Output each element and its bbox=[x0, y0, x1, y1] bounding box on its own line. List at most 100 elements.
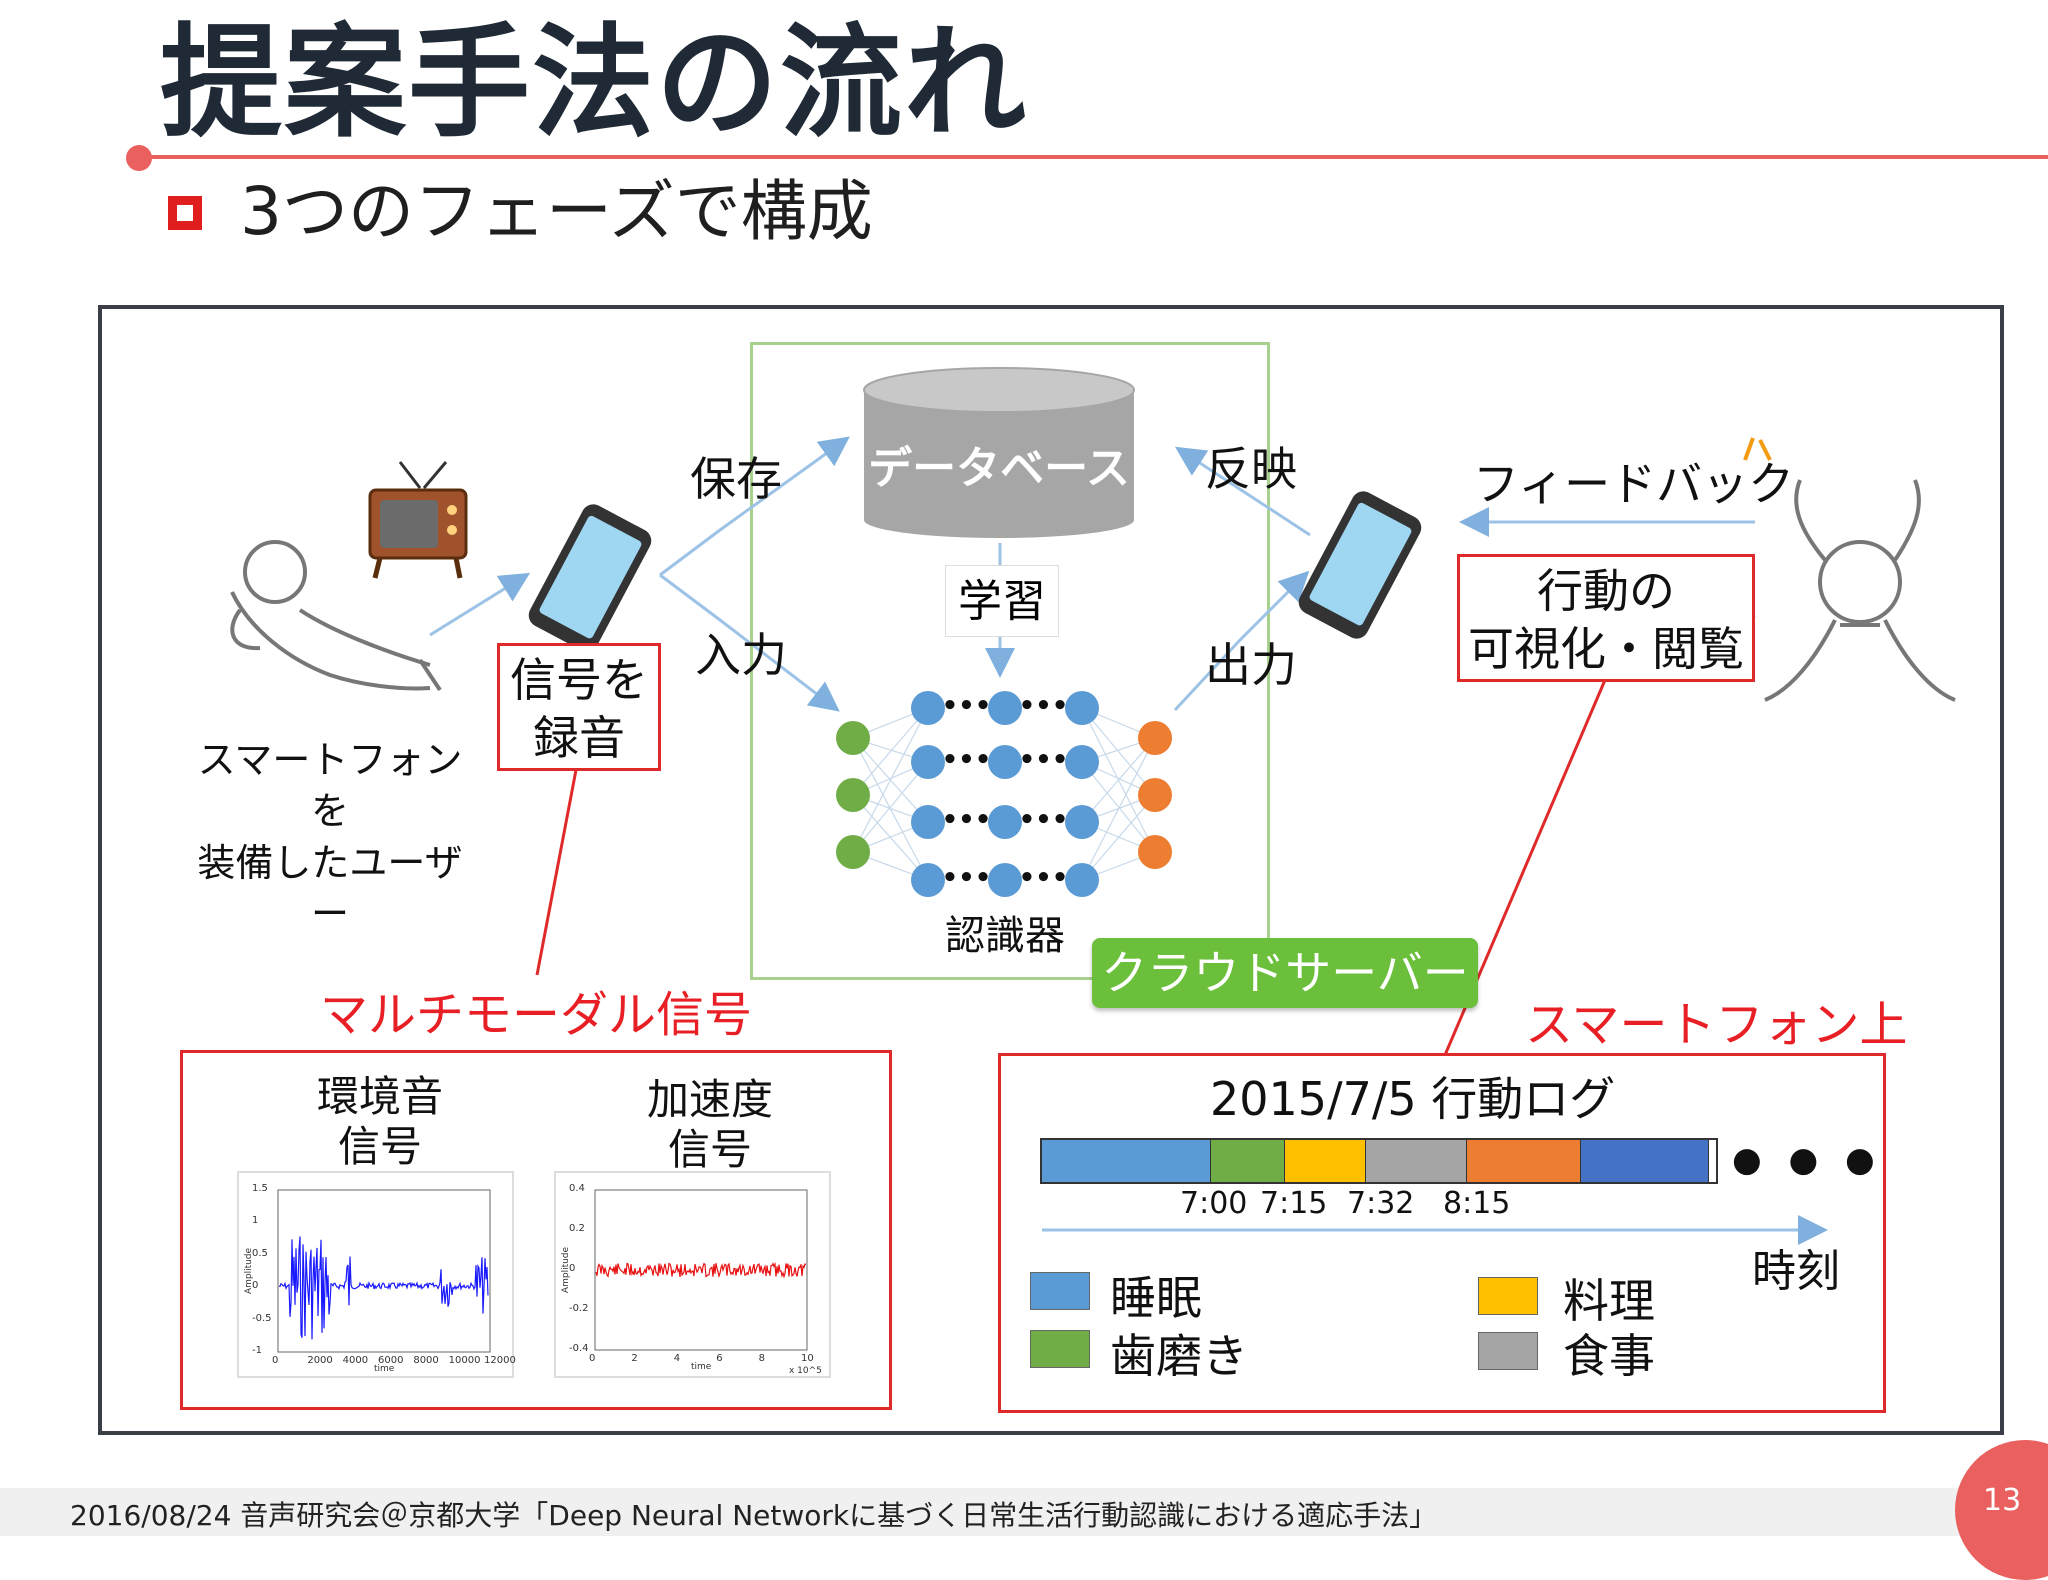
diagram-frame bbox=[98, 305, 2004, 1435]
on-phone-label: スマートフォン上 bbox=[1525, 997, 1908, 1053]
left-smartphone-icon bbox=[528, 504, 652, 652]
nn-node bbox=[911, 805, 945, 839]
right-smartphone-icon bbox=[1298, 491, 1422, 639]
nn-node bbox=[911, 863, 945, 897]
time-axis-label: 時刻 bbox=[1752, 1246, 1840, 1297]
visualize-box: 行動の 可視化・閲覧 bbox=[1457, 554, 1755, 682]
legend-label: 歯磨き bbox=[1110, 1329, 1248, 1383]
nn-node bbox=[836, 778, 870, 812]
database-label: データベース bbox=[868, 443, 1130, 494]
plot-tick-label: 0 bbox=[252, 1280, 259, 1292]
slide-title: 提案手法の流れ bbox=[160, 12, 1028, 154]
plot-xscale: x 10^5 bbox=[789, 1366, 822, 1376]
rule-dot bbox=[126, 145, 152, 171]
plot-tick-label: 1.5 bbox=[252, 1183, 268, 1194]
legend-swatch bbox=[1030, 1330, 1090, 1368]
cloud-server-label: クラウドサーバー bbox=[1092, 938, 1478, 1008]
acc-signal-plot bbox=[554, 1171, 831, 1378]
nn-edge bbox=[852, 761, 929, 853]
cloud-server-box bbox=[750, 342, 1270, 980]
recognizer-label: 認識器 bbox=[945, 913, 1065, 959]
nn-edge bbox=[1081, 761, 1156, 853]
input-label: 入力 bbox=[695, 628, 787, 682]
nn-node bbox=[1065, 863, 1099, 897]
plot-tick-label: 2 bbox=[631, 1353, 638, 1364]
neural-network-icon bbox=[852, 707, 1156, 881]
plot-tick-label: 0 bbox=[569, 1263, 576, 1274]
nn-ellipsis: ••• bbox=[942, 805, 992, 835]
nn-node bbox=[836, 835, 870, 869]
feedback-label: フィードバック bbox=[1473, 457, 1795, 511]
title-rule bbox=[140, 155, 2048, 159]
timeline-segment bbox=[1466, 1140, 1582, 1182]
multimodal-label: マルチモーダル信号 bbox=[320, 987, 753, 1043]
nn-ellipsis: ••• bbox=[942, 863, 992, 893]
output-label: 出力 bbox=[1205, 638, 1297, 692]
nn-node bbox=[988, 863, 1022, 897]
plot-xlabel: time bbox=[374, 1364, 395, 1374]
env-signal-plot bbox=[237, 1171, 514, 1378]
timeline-segment bbox=[1581, 1140, 1710, 1182]
plot-tick-label: 12000 bbox=[484, 1355, 516, 1366]
legend-label: 料理 bbox=[1563, 1274, 1655, 1328]
tick-label: 7:32 bbox=[1347, 1186, 1415, 1221]
tick-label: 7:15 bbox=[1260, 1186, 1328, 1221]
cheering-user-icon bbox=[1764, 479, 1956, 702]
plot-xlabel: time bbox=[691, 1362, 712, 1372]
nn-ellipsis: ••• bbox=[942, 745, 992, 775]
plot-tick-label: -1 bbox=[252, 1345, 262, 1356]
tick-label: 7:00 bbox=[1180, 1186, 1248, 1221]
legend-swatch bbox=[1478, 1332, 1538, 1370]
nn-ellipsis: ••• bbox=[1019, 745, 1069, 775]
bullet-square-icon bbox=[168, 196, 202, 230]
timeline-segment bbox=[1042, 1140, 1211, 1182]
legend-label: 睡眠 bbox=[1110, 1271, 1202, 1325]
user-label: スマートフォンを 装備したユーザー bbox=[197, 738, 463, 936]
nn-node bbox=[911, 745, 945, 779]
nn-node bbox=[988, 691, 1022, 725]
slide-subtitle: 3つのフェーズで構成 bbox=[240, 173, 873, 250]
plot-tick-label: -0.2 bbox=[569, 1303, 589, 1314]
plot-tick-label: 4000 bbox=[342, 1355, 369, 1366]
acc-signal-title: 加速度 信号 bbox=[646, 1075, 773, 1175]
nn-edge bbox=[852, 707, 929, 853]
footer-bar bbox=[0, 1488, 2048, 1536]
plot-tick-label: 6000 bbox=[378, 1355, 404, 1366]
plot-tick-label: 1 bbox=[252, 1215, 259, 1227]
plot-ylabel: Amplitude bbox=[561, 1246, 572, 1294]
legend-swatch bbox=[1478, 1277, 1538, 1315]
activity-timeline-bar bbox=[1040, 1138, 1718, 1184]
legend-label: 食事 bbox=[1563, 1329, 1655, 1383]
nn-node bbox=[1065, 691, 1099, 725]
nn-node bbox=[836, 721, 870, 755]
plot-tick-label: 0.2 bbox=[569, 1223, 585, 1234]
nn-node bbox=[911, 691, 945, 725]
log-title: 2015/7/5 行動ログ bbox=[1210, 1072, 1616, 1126]
lying-user-icon bbox=[230, 540, 442, 692]
nn-edge bbox=[1081, 737, 1156, 881]
nn-ellipsis: ••• bbox=[1019, 805, 1069, 835]
plot-tick-label: 2000 bbox=[307, 1355, 333, 1366]
nn-edge bbox=[1081, 794, 1156, 881]
plot-tick-label: 10 bbox=[801, 1353, 814, 1364]
record-signal-box: 信号を 録音 bbox=[497, 643, 661, 771]
timeline-segment bbox=[1284, 1140, 1366, 1182]
tv-icon bbox=[368, 461, 468, 579]
nn-node bbox=[988, 805, 1022, 839]
footer-text: 2016/08/24 音声研究会＠京都大学「Deep Neural Networ… bbox=[70, 1499, 1438, 1532]
plot-ylabel: Amplitude bbox=[244, 1247, 255, 1295]
nn-node bbox=[1065, 745, 1099, 779]
reflect-label: 反映 bbox=[1205, 442, 1297, 496]
timeline-segment bbox=[1365, 1140, 1467, 1182]
log-panel bbox=[998, 1053, 1886, 1413]
nn-node bbox=[1138, 778, 1172, 812]
nn-ellipsis: ••• bbox=[942, 691, 992, 721]
nn-node bbox=[1065, 805, 1099, 839]
plot-tick-label: 0.4 bbox=[569, 1183, 585, 1194]
plot-tick-label: 10000 bbox=[448, 1355, 481, 1366]
tick-label: 8:15 bbox=[1443, 1186, 1511, 1221]
nn-ellipsis: ••• bbox=[1019, 863, 1069, 893]
plot-tick-label: 6 bbox=[716, 1353, 723, 1364]
plot-tick-label: 0 bbox=[272, 1355, 279, 1366]
nn-node bbox=[1138, 721, 1172, 755]
